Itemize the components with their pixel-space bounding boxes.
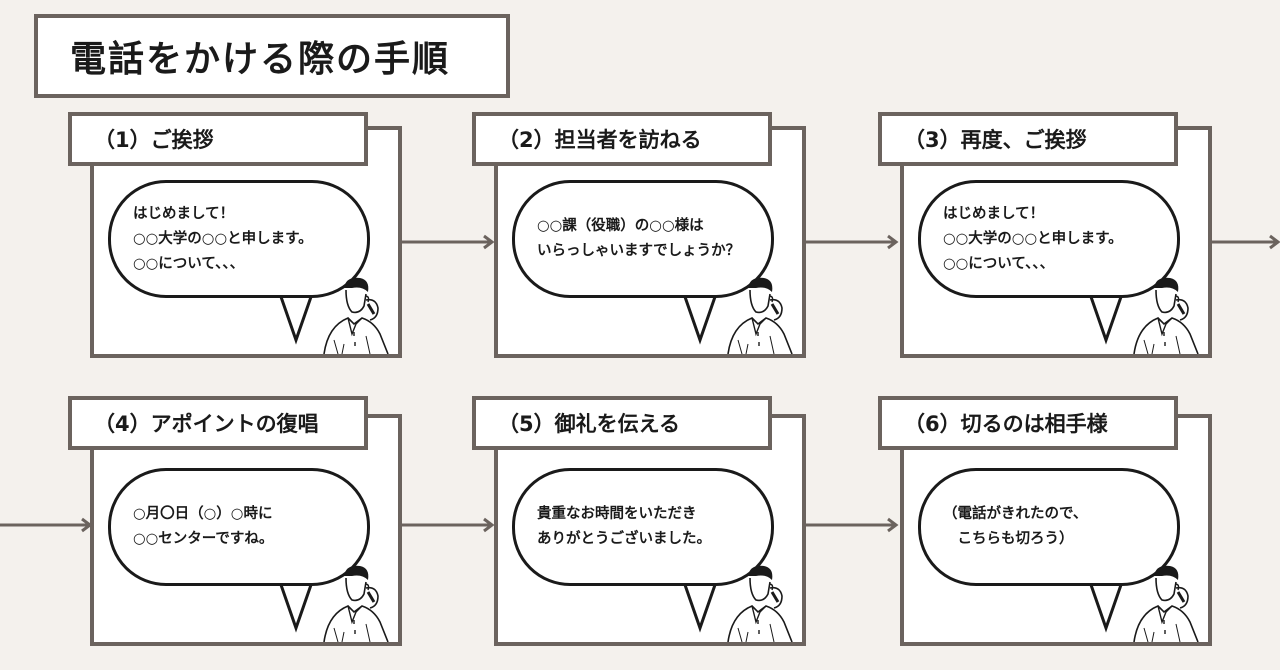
speech-bubble: 貴重なお時間をいただき ありがとうございました。 — [512, 468, 774, 586]
arrow-right-icon — [806, 234, 899, 250]
person-on-phone-icon — [323, 277, 389, 354]
arrow-right-icon — [1212, 234, 1280, 250]
speech-text: はじめまして！ ○○大学の○○と申します。 ○○について、、、 — [133, 205, 313, 272]
arrow-right-icon — [806, 517, 899, 533]
step-label-6: （6）切るのは相手様 — [878, 396, 1178, 450]
speech-bubble: はじめまして！ ○○大学の○○と申します。 ○○について、、、 — [918, 180, 1180, 298]
person-on-phone-icon — [727, 565, 793, 642]
step-panel-4: ○月〇日（○）○時に ○○センターですね。 — [90, 414, 402, 646]
speech-bubble-tail — [1088, 580, 1124, 633]
speech-text: はじめまして！ ○○大学の○○と申します。 ○○について、、、 — [943, 205, 1123, 272]
speech-text: ○月〇日（○）○時に ○○センターですね。 — [133, 506, 274, 547]
step-label-4: （4）アポイントの復唱 — [68, 396, 368, 450]
speech-bubble-tail — [278, 292, 314, 345]
person-on-phone-icon — [1133, 565, 1199, 642]
step-panel-6: （電話がきれたので、 こちらも切ろう） — [900, 414, 1212, 646]
person-on-phone-icon — [323, 565, 389, 642]
step-label-3: （3）再度、ご挨拶 — [878, 112, 1178, 166]
arrow-right-icon — [402, 517, 495, 533]
speech-bubble-tail — [682, 580, 718, 633]
page-title: 電話をかける際の手順 — [34, 14, 510, 98]
speech-text: （電話がきれたので、 こちらも切ろう） — [943, 506, 1088, 547]
speech-bubble: （電話がきれたので、 こちらも切ろう） — [918, 468, 1180, 586]
speech-bubble: ○月〇日（○）○時に ○○センターですね。 — [108, 468, 370, 586]
step-label-2: （2）担当者を訪ねる — [472, 112, 772, 166]
speech-bubble: はじめまして！ ○○大学の○○と申します。 ○○について、、、 — [108, 180, 370, 298]
arrow-right-icon — [402, 234, 495, 250]
speech-text: ○○課（役職）の○○様は いらっしゃいますでしょうか？ — [537, 218, 741, 259]
step-label-1: （1）ご挨拶 — [68, 112, 368, 166]
step-label-5: （5）御礼を伝える — [472, 396, 772, 450]
arrow-right-icon — [0, 517, 93, 533]
speech-bubble-tail — [1088, 292, 1124, 345]
person-on-phone-icon — [727, 277, 793, 354]
person-on-phone-icon — [1133, 277, 1199, 354]
speech-bubble: ○○課（役職）の○○様は いらっしゃいますでしょうか？ — [512, 180, 774, 298]
speech-bubble-tail — [278, 580, 314, 633]
speech-bubble-tail — [682, 292, 718, 345]
speech-text: 貴重なお時間をいただき ありがとうございました。 — [537, 506, 711, 547]
step-panel-5: 貴重なお時間をいただき ありがとうございました。 — [494, 414, 806, 646]
